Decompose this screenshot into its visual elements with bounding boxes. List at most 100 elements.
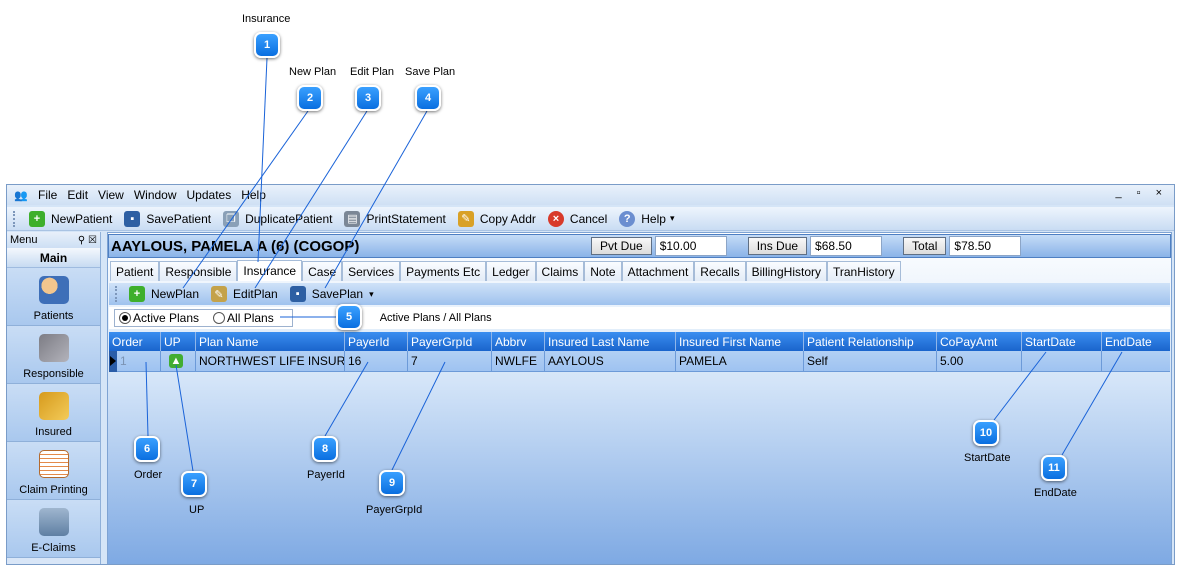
cancel-button[interactable]: ×Cancel (547, 210, 607, 227)
duplicate-patient-button[interactable]: ❐DuplicatePatient (223, 210, 332, 227)
cell-patient-relationship[interactable]: Self (804, 351, 937, 371)
callout-5: 5 (336, 304, 362, 330)
save-icon: ▪ (124, 210, 141, 227)
print-statement-button[interactable]: ▤PrintStatement (344, 210, 446, 227)
new-patient-button[interactable]: +NewPatient (29, 210, 112, 227)
ins-due-button[interactable]: Ins Due (747, 237, 808, 255)
menu-help[interactable]: Help (241, 188, 266, 202)
tab-attachment[interactable]: Attachment (621, 261, 695, 281)
col-end-date[interactable]: EndDate (1105, 334, 1152, 349)
chevron-down-icon[interactable]: ▾ (369, 288, 374, 299)
pvt-due-button[interactable]: Pvt Due (591, 237, 652, 255)
sidebar-header: Menu ⚲ ☒ (7, 232, 100, 248)
new-plan-button[interactable]: +NewPlan (129, 286, 199, 302)
col-payer-id[interactable]: PayerId (345, 332, 408, 351)
save-plan-button[interactable]: ▪SavePlan▾ (289, 286, 374, 302)
menu-edit[interactable]: Edit (67, 188, 89, 202)
print-icon: ▤ (344, 210, 361, 227)
tab-case[interactable]: Case (302, 261, 343, 281)
save-patient-button[interactable]: ▪SavePatient (124, 210, 211, 227)
cell-start-date[interactable] (1022, 351, 1102, 371)
sidebar-item-responsible[interactable]: Responsible (7, 326, 100, 384)
menu-updates[interactable]: Updates (186, 188, 232, 202)
callout-7: 7 (181, 471, 207, 497)
tab-strip: Patient Responsible Insurance Case Servi… (110, 260, 901, 282)
sidebar-item-insured[interactable]: Insured (7, 384, 100, 442)
cancel-icon: × (547, 210, 564, 227)
tab-tran-history[interactable]: TranHistory (827, 261, 901, 281)
copy-addr-button[interactable]: ✎Copy Addr (457, 210, 536, 227)
tab-ledger[interactable]: Ledger (486, 261, 536, 281)
callout-2: 2 (297, 85, 323, 111)
application-window: 👥 File Edit View Window Updates Help _ ▫… (6, 184, 1175, 565)
tab-claims[interactable]: Claims (535, 261, 585, 281)
menu-window[interactable]: Window (133, 188, 177, 202)
cell-insured-last-name[interactable]: AAYLOUS (545, 351, 676, 371)
insurance-plans-grid: Order UP Plan Name PayerId PayerGrpId Ab… (109, 332, 1170, 372)
copy-icon: ✎ (457, 210, 474, 227)
tab-payments-etc[interactable]: Payments Etc (400, 261, 487, 281)
col-plan-name[interactable]: Plan Name (196, 332, 345, 351)
ins-due-value: $68.50 (810, 236, 883, 256)
duplicate-icon: ❐ (223, 210, 240, 227)
cell-payer-grp-id[interactable]: 7 (408, 351, 492, 371)
patient-name: AAYLOUS, PAMELA A (6) (COGOP) (111, 237, 360, 255)
pin-close-icon[interactable]: ⚲ ☒ (77, 234, 97, 246)
cell-payer-id[interactable]: 16 (345, 351, 408, 371)
up-arrow-icon[interactable]: ▲ (169, 354, 183, 368)
chevron-down-icon[interactable]: ▾ (669, 213, 675, 223)
table-row[interactable]: 1 ▲ NORTHWEST LIFE INSUR 16 7 NWLFE AAYL… (109, 351, 1170, 372)
plus-icon: + (29, 210, 45, 227)
menu-view[interactable]: View (98, 188, 124, 202)
cell-order[interactable]: 1 (117, 351, 161, 371)
cell-plan-name[interactable]: NORTHWEST LIFE INSUR (196, 351, 345, 371)
cell-insured-first-name[interactable]: PAMELA (676, 351, 804, 371)
tab-note[interactable]: Note (584, 261, 622, 281)
col-abbrv[interactable]: Abbrv (492, 332, 545, 351)
cell-abbrv[interactable]: NWLFE (492, 351, 545, 371)
col-insured-first-name[interactable]: Insured First Name (676, 332, 804, 351)
subtoolbar-grip[interactable] (115, 286, 121, 302)
callout-4: 4 (415, 85, 441, 111)
col-start-date[interactable]: StartDate (1022, 332, 1102, 351)
app-icon: 👥 (14, 189, 28, 202)
tab-recalls[interactable]: Recalls (694, 261, 746, 281)
toolbar-grip[interactable] (13, 210, 19, 227)
save-icon: ▪ (289, 286, 306, 302)
window-controls[interactable]: _ ▫ × (1115, 187, 1168, 199)
col-order[interactable]: Order (109, 332, 161, 351)
tab-insurance[interactable]: Insurance (237, 260, 303, 281)
col-payer-grp-id[interactable]: PayerGrpId (408, 332, 492, 351)
menu-bar: 👥 File Edit View Window Updates Help _ ▫… (7, 185, 1174, 205)
insurance-toolbar: +NewPlan ✎EditPlan ▪SavePlan▾ (109, 283, 1170, 305)
active-plans-radio[interactable]: Active Plans (119, 311, 199, 325)
help-button[interactable]: ?Help▾ (619, 210, 675, 227)
sidebar-section-main[interactable]: Main (7, 248, 100, 268)
total-button[interactable]: Total (903, 237, 947, 255)
tab-services[interactable]: Services (342, 261, 401, 281)
col-insured-last-name[interactable]: Insured Last Name (545, 332, 676, 351)
cell-up[interactable]: ▲ (161, 351, 196, 371)
tab-billing-history[interactable]: BillingHistory (745, 261, 827, 281)
all-plans-radio[interactable]: All Plans (213, 311, 274, 325)
cell-copay-amt[interactable]: 5.00 (937, 351, 1022, 371)
sidebar-item-e-claims[interactable]: E-Claims (7, 500, 100, 558)
col-patient-relationship[interactable]: Patient Relationship (804, 332, 937, 351)
menu-file[interactable]: File (38, 188, 58, 202)
plus-icon: + (129, 286, 145, 302)
tab-responsible[interactable]: Responsible (159, 261, 238, 281)
cell-end-date[interactable] (1102, 351, 1170, 371)
tab-patient[interactable]: Patient (110, 261, 160, 281)
row-selector-icon[interactable] (109, 351, 117, 372)
sidebar-item-claim-printing[interactable]: Claim Printing (7, 442, 100, 500)
sidebar-item-patients[interactable]: Patients (7, 268, 100, 326)
callout-label-enddate: EndDate (1034, 487, 1077, 499)
col-up[interactable]: UP (161, 332, 196, 351)
patient-header: AAYLOUS, PAMELA A (6) (COGOP) Pvt Due $1… (108, 234, 1171, 258)
callout-label-up: UP (189, 504, 205, 516)
responsible-icon (38, 334, 69, 362)
col-copay-amt[interactable]: CoPayAmt (937, 332, 1022, 351)
callout-label-edit-plan: Edit Plan (350, 66, 395, 78)
edit-plan-button[interactable]: ✎EditPlan (211, 286, 278, 302)
